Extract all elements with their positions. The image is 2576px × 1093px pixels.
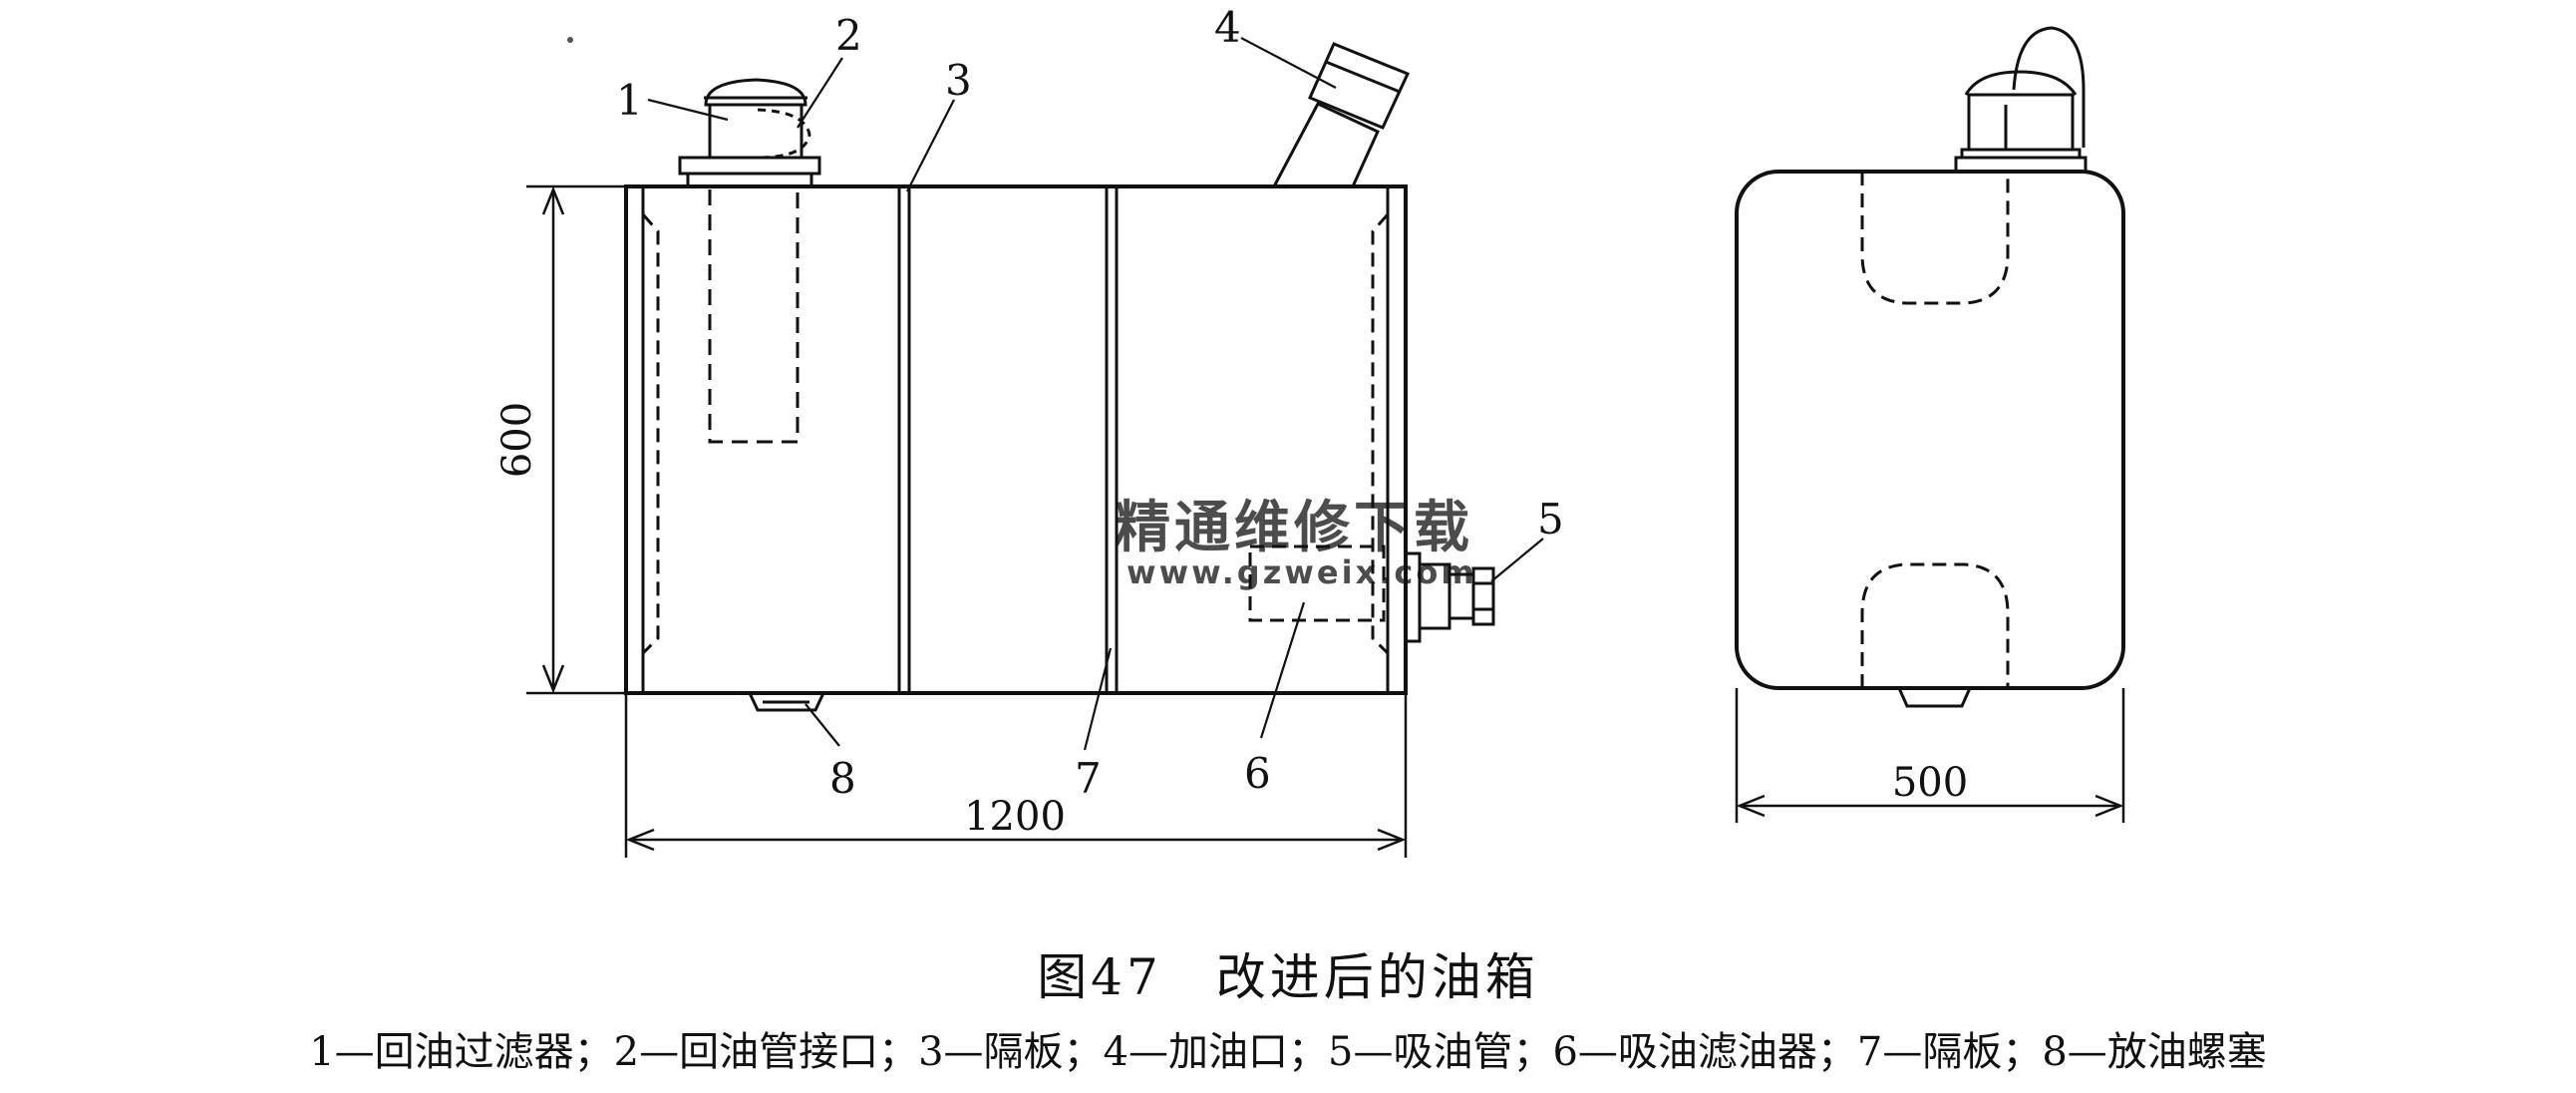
dimension-length-text: 1200 (964, 794, 1066, 840)
baffle-7 (1105, 186, 1119, 693)
dimension-height-text: 600 (494, 402, 540, 478)
part-labels: 1 2 3 4 5 6 7 8 (616, 3, 1564, 803)
return-filter-cap (678, 78, 821, 188)
dimension-width-text: 500 (1892, 760, 1968, 806)
label-7: 7 (1075, 754, 1102, 803)
label-8: 8 (829, 754, 856, 803)
watermark: 精通维修下载 www.gzweix.com (1115, 496, 1477, 591)
suction-filter-hidden (1248, 545, 1386, 622)
label-2: 2 (835, 11, 862, 60)
drain-plug (748, 692, 825, 712)
leader-lines (647, 37, 1544, 751)
dimension-height (526, 184, 626, 695)
tank-body (624, 184, 1408, 695)
label-6: 6 (1244, 749, 1271, 798)
side-view-cap (1954, 26, 2088, 174)
return-pipe-port (757, 108, 811, 160)
watermark-line2: www.gzweix.com (1127, 553, 1477, 591)
figure-legend: 1—回油过滤器；2—回油管接口；3—隔板；4—加油口；5—吸油管；6—吸油滤油器… (309, 1029, 2267, 1075)
filler-neck (1272, 42, 1411, 187)
label-4: 4 (1214, 3, 1241, 52)
watermark-line1: 精通维修下载 (1115, 496, 1473, 560)
label-3: 3 (945, 56, 972, 105)
front-view (526, 37, 1544, 858)
side-view (1735, 26, 2125, 823)
stray-mark (567, 37, 573, 43)
return-filter-hidden (708, 189, 800, 444)
dimension-length (624, 693, 1408, 858)
dimension-width (1735, 688, 2125, 823)
baffle-3 (897, 186, 911, 693)
label-5: 5 (1537, 495, 1564, 544)
label-1: 1 (616, 76, 643, 125)
side-view-body (1735, 170, 2125, 690)
suction-pipe-fitting (1404, 551, 1495, 643)
figure-caption: 图47 改进后的油箱 (1037, 948, 1539, 1006)
